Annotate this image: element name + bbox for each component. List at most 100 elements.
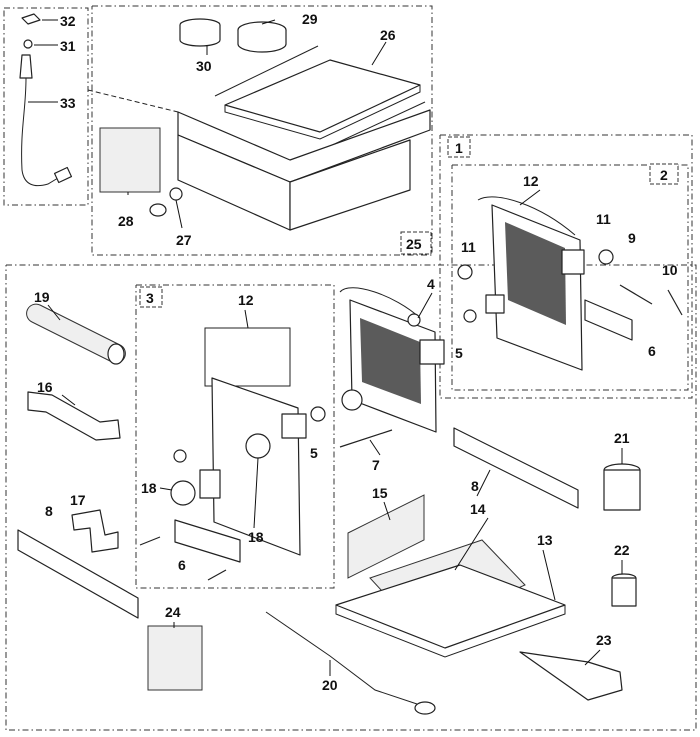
filter-part-24 bbox=[147, 625, 203, 691]
callout-28: 28 bbox=[118, 213, 134, 229]
leader-12-lower bbox=[244, 309, 249, 329]
callout-13: 13 bbox=[537, 532, 553, 548]
wire-part-12-upper bbox=[477, 196, 576, 236]
callout-23: 23 bbox=[596, 632, 612, 648]
brush-20-tip bbox=[414, 701, 436, 715]
leader-19 bbox=[47, 304, 61, 321]
leader-26 bbox=[371, 41, 387, 66]
rod-part-9 bbox=[619, 284, 653, 305]
callout-12-upper: 12 bbox=[523, 173, 539, 189]
cap-part-4 bbox=[407, 313, 421, 327]
callout-30: 30 bbox=[196, 58, 212, 74]
rail-part-8-left bbox=[17, 529, 139, 619]
leader-13 bbox=[542, 549, 556, 601]
jar-part-22 bbox=[611, 577, 637, 607]
callout-31: 31 bbox=[60, 38, 76, 54]
housing-assembly bbox=[87, 18, 431, 231]
flange-part-18-left bbox=[170, 480, 196, 506]
callout-12-lower: 12 bbox=[238, 292, 254, 308]
callout-10: 10 bbox=[662, 262, 678, 278]
leader-4 bbox=[417, 292, 433, 319]
housing-side bbox=[289, 139, 411, 231]
bracket-part-4-right bbox=[419, 339, 445, 365]
callout-25: 25 bbox=[406, 236, 422, 252]
bracket-part-4 bbox=[341, 389, 363, 411]
element-part-4 bbox=[339, 287, 445, 448]
callout-labels: 32 31 33 30 29 26 28 27 25 1 2 12 11 11 … bbox=[34, 11, 678, 693]
mesh-part-4 bbox=[360, 318, 421, 404]
callout-32: 32 bbox=[60, 13, 76, 29]
knob-part-27 bbox=[149, 203, 167, 217]
callout-29: 29 bbox=[302, 11, 318, 27]
callout-16: 16 bbox=[37, 379, 53, 395]
leader-29 bbox=[261, 19, 276, 25]
clip-part-32 bbox=[21, 13, 41, 25]
bracket-upper-right bbox=[561, 249, 585, 275]
screw-part-6-a bbox=[139, 536, 161, 546]
leader-14 bbox=[454, 517, 489, 571]
callout-17: 17 bbox=[70, 492, 86, 508]
leader-18-left bbox=[159, 487, 173, 491]
callout-4: 4 bbox=[427, 276, 435, 292]
mesh-upper bbox=[505, 222, 566, 325]
bracket-part-18 bbox=[199, 469, 221, 499]
group-3-tag bbox=[139, 286, 163, 308]
callout-5-upper: 5 bbox=[455, 345, 463, 361]
rod-part-7 bbox=[339, 429, 393, 448]
cap-part-5-upper bbox=[463, 309, 477, 323]
cable-plug bbox=[53, 166, 73, 184]
bracket-part-3 bbox=[281, 413, 307, 439]
tray-part-13-edge bbox=[335, 605, 566, 658]
callout-6-upper: 6 bbox=[648, 343, 656, 359]
flange-part-18-right bbox=[245, 433, 271, 459]
callout-2: 2 bbox=[660, 167, 668, 183]
callout-9: 9 bbox=[628, 230, 636, 246]
callout-27: 27 bbox=[176, 232, 192, 248]
brush-part-20 bbox=[265, 611, 421, 706]
strip-upper bbox=[214, 45, 319, 97]
group-3-element bbox=[139, 327, 326, 581]
callout-19: 19 bbox=[34, 289, 50, 305]
callout-33: 33 bbox=[60, 95, 76, 111]
rail-part-8-right bbox=[453, 427, 579, 509]
callout-8-left: 8 bbox=[45, 503, 53, 519]
callout-6-lower: 6 bbox=[178, 557, 186, 573]
washer-part-27 bbox=[169, 187, 183, 201]
pipe-part-17 bbox=[71, 509, 119, 553]
callout-8-right: 8 bbox=[471, 478, 479, 494]
callout-14: 14 bbox=[470, 501, 486, 517]
group-25-tag bbox=[400, 231, 432, 255]
callout-21: 21 bbox=[614, 430, 630, 446]
cap-part-11-right bbox=[598, 249, 614, 265]
cover-26-edge bbox=[224, 85, 421, 140]
bracket-upper bbox=[485, 294, 505, 314]
wire-part-12 bbox=[204, 327, 291, 387]
cap-part-5-lower bbox=[310, 406, 326, 422]
group-1-tag bbox=[447, 136, 471, 158]
rod-part-10 bbox=[667, 289, 683, 316]
callout-15: 15 bbox=[372, 485, 388, 501]
callout-3: 3 bbox=[146, 290, 154, 306]
leader-27 bbox=[175, 199, 183, 229]
plate-part-6-lower bbox=[174, 519, 241, 563]
cap-part-3 bbox=[173, 449, 187, 463]
callout-26: 26 bbox=[380, 27, 396, 43]
leader-18-right bbox=[253, 457, 259, 529]
plate-part-6-upper bbox=[584, 299, 633, 341]
cable-assembly bbox=[19, 13, 73, 187]
group-3-outline bbox=[135, 284, 335, 589]
housing-link-line bbox=[87, 89, 179, 113]
collar-29-body bbox=[237, 30, 287, 53]
leader-15 bbox=[383, 501, 391, 521]
connector-part-33 bbox=[19, 54, 33, 79]
tube-part-23 bbox=[519, 651, 623, 701]
jar-part-21 bbox=[603, 469, 641, 511]
pipe-part-16 bbox=[27, 391, 121, 441]
callout-11-right: 11 bbox=[596, 211, 611, 227]
group-2-element bbox=[457, 196, 683, 371]
filter-part-28 bbox=[99, 127, 161, 193]
cable-wire bbox=[21, 77, 59, 187]
group-1-outline bbox=[439, 134, 693, 399]
collar-30-body bbox=[179, 25, 221, 47]
callout-22: 22 bbox=[614, 542, 630, 558]
